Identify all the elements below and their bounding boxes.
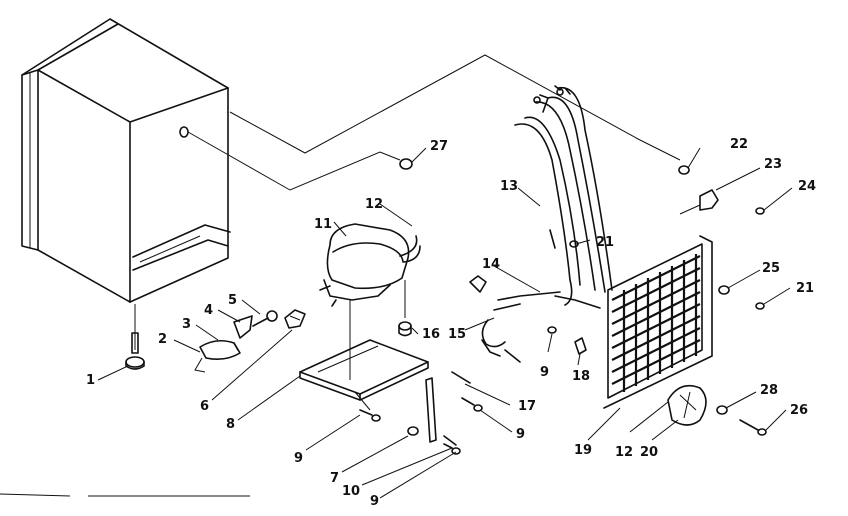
callout-11: 11 xyxy=(314,217,332,232)
screw-left xyxy=(359,409,381,422)
callout-20: 20 xyxy=(640,445,658,460)
callout-16: 16 xyxy=(422,327,440,342)
callout-28: 28 xyxy=(760,383,778,398)
part-18 xyxy=(574,337,587,355)
washer-28 xyxy=(716,405,728,415)
bolt-17 xyxy=(451,371,471,384)
callout-7: 7 xyxy=(330,471,339,486)
callout-8: 8 xyxy=(226,417,235,432)
condenser-coil xyxy=(603,235,713,409)
callout-9-center: 9 xyxy=(540,365,549,380)
callout-15: 15 xyxy=(448,327,466,342)
callout-19: 19 xyxy=(574,443,592,458)
callout-23: 23 xyxy=(764,157,782,172)
screw-mid xyxy=(461,397,483,412)
washer-22 xyxy=(678,165,690,175)
screw-bottom xyxy=(443,443,461,455)
callout-10: 10 xyxy=(342,484,360,499)
drier-assembly xyxy=(469,275,561,363)
screw-21 xyxy=(755,302,765,310)
tubing-harness xyxy=(514,85,613,309)
cabinet xyxy=(21,18,231,303)
screw-24 xyxy=(755,207,765,215)
callout-labels: 1 2 3 4 5 6 7 8 9 9 9 9 10 11 12 12 13 1… xyxy=(86,137,816,509)
guide-line-cabinet xyxy=(229,54,681,161)
callout-21-upper: 21 xyxy=(596,235,614,250)
relay-overload xyxy=(194,339,241,373)
callout-2: 2 xyxy=(158,332,167,347)
screw-26 xyxy=(739,419,767,436)
callout-13: 13 xyxy=(500,179,518,194)
terminal-cover xyxy=(284,309,306,329)
washer-25 xyxy=(718,285,730,295)
base-plate xyxy=(299,339,429,411)
callout-9-right: 9 xyxy=(516,427,525,442)
callout-18: 18 xyxy=(572,369,590,384)
callout-21-right: 21 xyxy=(796,281,814,296)
fan-assembly xyxy=(667,384,707,426)
callout-12-top: 12 xyxy=(365,197,383,212)
callout-3: 3 xyxy=(182,317,191,332)
screw-21-upper xyxy=(569,240,579,248)
guide-line-cabinet-lower xyxy=(187,131,401,191)
callout-5: 5 xyxy=(228,293,237,308)
callout-6: 6 xyxy=(200,399,209,414)
callout-9-left: 9 xyxy=(294,451,303,466)
callout-14: 14 xyxy=(482,257,500,272)
clip-and-screw xyxy=(233,310,278,339)
callout-1: 1 xyxy=(86,373,95,388)
bottom-rule xyxy=(0,493,250,497)
callout-12-bottom: 12 xyxy=(615,445,633,460)
screw-9-right xyxy=(547,326,557,334)
callout-26: 26 xyxy=(790,403,808,418)
leader-lines xyxy=(97,147,793,499)
callout-24: 24 xyxy=(798,179,816,194)
callout-9-bottom: 9 xyxy=(370,494,379,509)
screw-27 xyxy=(399,158,413,170)
callout-17: 17 xyxy=(518,399,536,414)
compressor xyxy=(319,223,421,380)
clip-23 xyxy=(679,189,719,215)
callout-22: 22 xyxy=(730,137,748,152)
grommet xyxy=(398,321,412,337)
bracket-arm xyxy=(407,377,457,446)
callout-27: 27 xyxy=(430,139,448,154)
callout-25: 25 xyxy=(762,261,780,276)
callout-4: 4 xyxy=(204,303,213,318)
leveling-foot xyxy=(125,304,145,370)
